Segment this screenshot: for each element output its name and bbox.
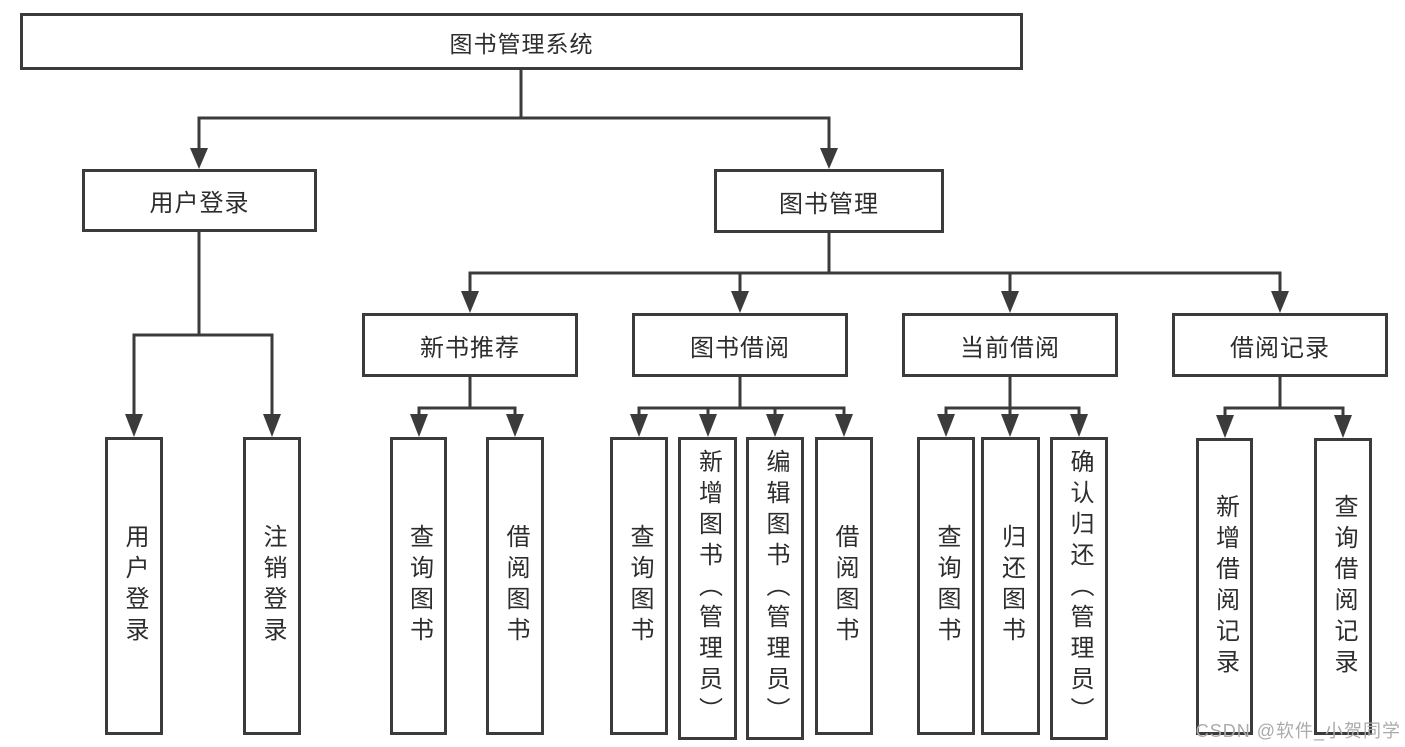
leaf-logout-label: 注销登录 [259,524,286,648]
leaf-records-query-borrow-record: 查询借阅记录 [1314,438,1372,735]
watermark: CSDN @软件_小贺同学 [1195,721,1401,741]
leaf-current-query-books-label: 查询图书 [933,524,960,648]
node-book-borrowing: 图书借阅 [632,313,848,377]
node-book-management: 图书管理 [714,169,944,233]
leaf-records-query-borrow-record-label: 查询借阅记录 [1330,493,1357,680]
leaf-borrowing-edit-books-admin: 编辑图书（管理员） [746,437,804,740]
leaf-recommend-borrow-books-label: 借阅图书 [502,524,529,648]
node-borrowing-records: 借阅记录 [1172,313,1388,377]
leaf-current-confirm-return-admin-label: 确认归还（管理员） [1066,449,1093,728]
leaf-current-return-books: 归还图书 [981,437,1040,735]
leaf-logout: 注销登录 [243,437,301,735]
node-new-book-recommendation: 新书推荐 [362,313,578,377]
leaf-recommend-query-books: 查询图书 [390,437,447,735]
leaf-current-confirm-return-admin: 确认归还（管理员） [1050,437,1108,740]
node-new-book-recommendation-label: 新书推荐 [420,334,520,362]
leaf-borrowing-add-books-admin-label: 新增图书（管理员） [694,449,722,728]
leaf-user-login-label: 用户登录 [121,524,148,648]
leaf-borrowing-edit-books-admin-label: 编辑图书（管理员） [762,449,789,728]
node-user-login-label: 用户登录 [149,190,250,217]
leaf-records-add-borrow-record: 新增借阅记录 [1196,438,1253,735]
leaf-user-login: 用户登录 [105,437,163,735]
node-current-borrowing: 当前借阅 [902,313,1118,377]
leaf-current-query-books: 查询图书 [917,437,975,735]
leaf-borrowing-borrow-books: 借阅图书 [815,437,873,735]
leaf-recommend-borrow-books: 借阅图书 [486,437,544,735]
leaf-records-add-borrow-record-label: 新增借阅记录 [1211,493,1239,680]
leaf-borrowing-query-books: 查询图书 [610,437,668,735]
node-book-management-label: 图书管理 [779,190,879,218]
leaf-recommend-query-books-label: 查询图书 [405,524,433,648]
node-library-system-label: 图书管理系统 [449,30,594,57]
leaf-borrowing-borrow-books-label: 借阅图书 [831,524,858,648]
node-current-borrowing-label: 当前借阅 [960,334,1060,362]
node-borrowing-records-label: 借阅记录 [1230,334,1330,362]
node-book-borrowing-label: 图书借阅 [690,334,790,362]
leaf-borrowing-add-books-admin: 新增图书（管理员） [678,437,737,740]
node-user-login: 用户登录 [82,169,317,232]
leaf-borrowing-query-books-label: 查询图书 [626,524,653,648]
node-library-system: 图书管理系统 [20,13,1023,70]
leaf-current-return-books-label: 归还图书 [997,524,1025,648]
